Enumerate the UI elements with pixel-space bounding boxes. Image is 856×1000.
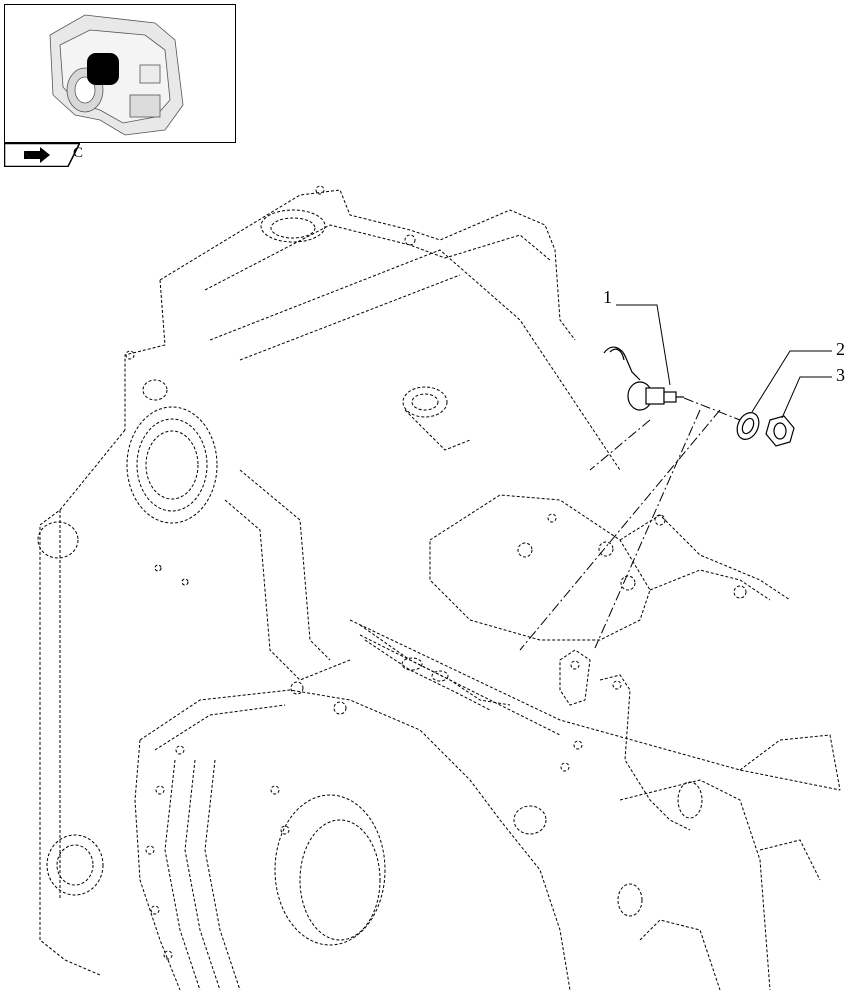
- assembly-lines: [519, 397, 741, 651]
- thumbnail-illustration: [49, 14, 184, 136]
- callout-2: 2: [836, 339, 845, 359]
- thumbnail-frame: [4, 4, 236, 143]
- thumbnail-marker: [87, 53, 119, 85]
- nut-part: [765, 415, 795, 447]
- washer-part: [736, 412, 760, 440]
- callout-1: 1: [603, 287, 612, 307]
- leader-lines: [616, 304, 832, 419]
- navigation-arrow-icon: [24, 147, 50, 163]
- section-letter: C: [73, 145, 84, 161]
- navigation-tab[interactable]: [3, 142, 81, 168]
- callout-3: 3: [836, 365, 845, 385]
- sensor-part: [603, 346, 684, 411]
- transmission-housing: [37, 185, 841, 991]
